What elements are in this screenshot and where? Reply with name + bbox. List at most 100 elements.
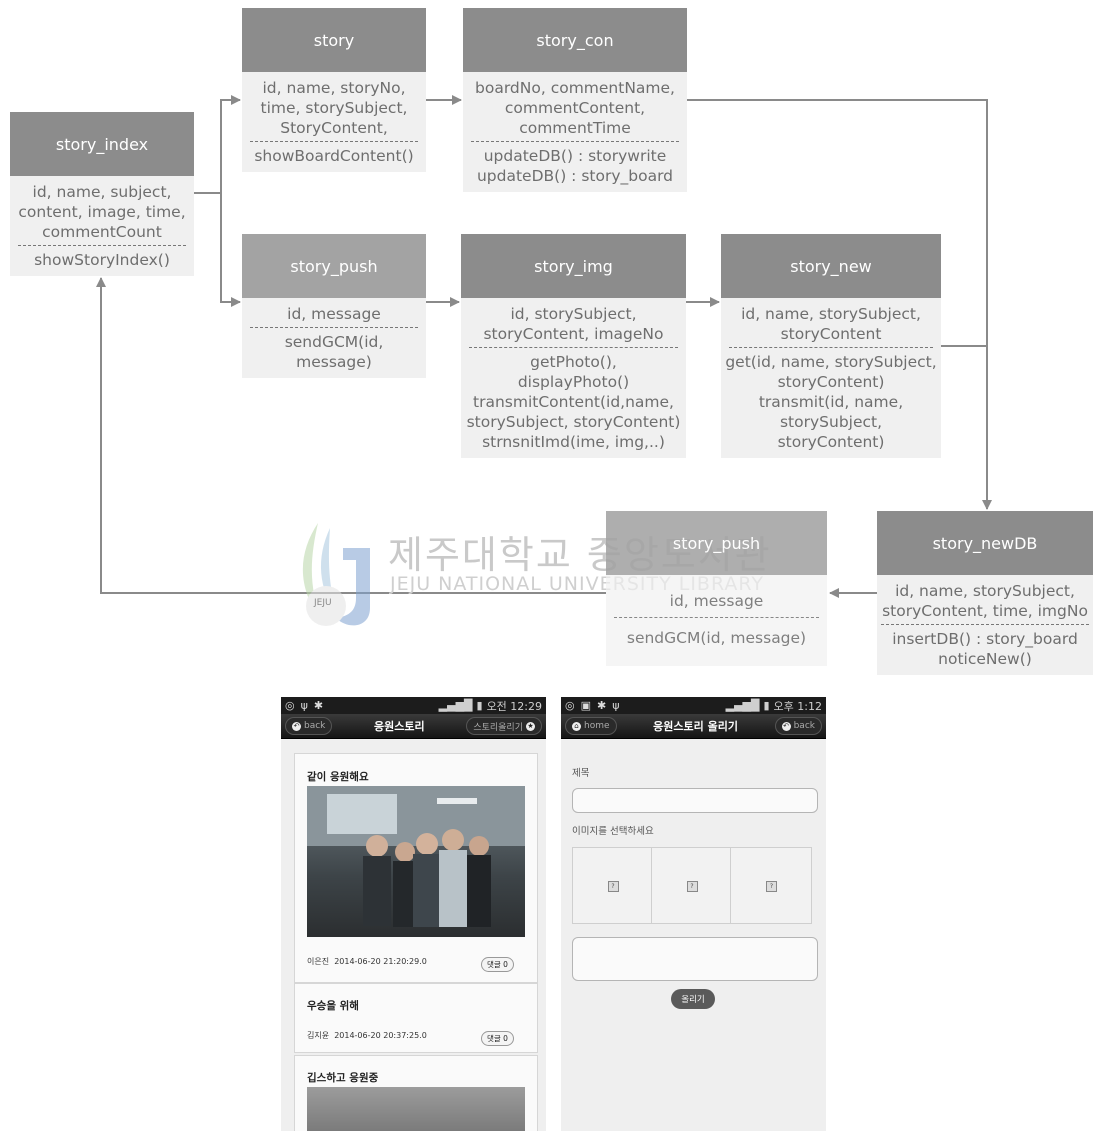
back-button[interactable]: ↶back <box>285 717 333 735</box>
broken-image-icon: ? <box>607 880 619 892</box>
status-time: 오전 12:29 <box>486 699 542 713</box>
post-title: 깁스하고 응원중 <box>307 1072 379 1084</box>
method-line: updateDB() : story_board <box>476 167 674 185</box>
home-icon: ⌂ <box>572 721 581 731</box>
image-slot-1[interactable]: ? <box>572 847 653 924</box>
title-label: 제목 <box>572 768 590 779</box>
method-line: storySubject, storyContent) <box>466 413 681 431</box>
post-meta: 이은진 2014-06-20 21:20:29.0 <box>307 956 427 967</box>
attr-line: time, storySubject, <box>260 99 408 117</box>
box-title: story_con <box>463 8 687 72</box>
box-story-newdb: story_newDB id, name, storySubject, stor… <box>877 511 1093 675</box>
method-line: sendGCM(id, <box>284 333 384 351</box>
story-card[interactable]: 같이 응원해요 이은진 2014-06-20 21:20:29.0 댓글 0 <box>294 753 538 983</box>
status-bar: ◎▣✱ψ ▂▄▆█▮오후 1:12 <box>561 697 826 714</box>
phone-screen-story-list: ◎ψ✱ ▂▄▆█▮오전 12:29 ↶back 응원스토리 스토리올리기★ 같이… <box>281 697 546 1131</box>
title-input[interactable] <box>572 788 818 813</box>
method-line: storySubject, <box>779 413 883 431</box>
box-title: story <box>242 8 426 72</box>
star-icon: ★ <box>526 721 535 731</box>
box-title: story_push <box>606 511 827 575</box>
app-icon: ◎ <box>565 699 575 712</box>
android-icon: ✱ <box>313 699 324 712</box>
method-line: storyContent) <box>777 373 885 391</box>
attr-line: boardNo, commentName, <box>475 79 675 97</box>
status-time: 오후 1:12 <box>773 699 822 713</box>
method-line: transmitContent(id,name, <box>473 393 674 411</box>
content-textarea[interactable] <box>572 937 818 981</box>
phone-screen-upload-story: ◎▣✱ψ ▂▄▆█▮오후 1:12 ⌂home 응원스토리 올리기 ↶back … <box>561 697 826 1131</box>
box-story-img: story_img id, storySubject, storyContent… <box>461 234 686 458</box>
attr-line: id, name, storySubject, <box>895 582 1075 600</box>
divider <box>729 347 933 348</box>
method-line: strnsnitImd(ime, img,..) <box>482 433 665 451</box>
attr-line: id, name, storySubject, <box>741 305 921 323</box>
divider <box>469 347 678 348</box>
attr-line: id, message <box>287 305 381 323</box>
box-title: story_img <box>461 234 686 298</box>
screen-title: 응원스토리 올리기 <box>653 720 738 733</box>
box-body: id, name, storySubject, storyContent get… <box>721 298 941 458</box>
comment-count-button[interactable]: 댓글 0 <box>481 957 514 972</box>
method-line: get(id, name, storySubject, <box>725 353 937 371</box>
attr-line: storyContent <box>780 325 882 343</box>
broken-image-icon: ? <box>686 880 698 892</box>
home-label: home <box>584 721 610 731</box>
upload-story-button[interactable]: 스토리올리기★ <box>466 717 542 735</box>
image-slot-3[interactable]: ? <box>730 847 812 924</box>
attr-line: id, message <box>669 592 764 610</box>
attr-line: storyContent, imageNo <box>483 325 664 343</box>
method-line: displayPhoto() <box>517 373 630 391</box>
android-icon: ✱ <box>597 699 607 712</box>
method-line: getPhoto(), <box>530 353 617 371</box>
home-button[interactable]: ⌂home <box>565 717 617 735</box>
story-card[interactable]: 우승을 위해 김지윤 2014-06-20 20:37:25.0 댓글 0 <box>294 983 538 1053</box>
divider <box>250 327 418 328</box>
comment-count-button[interactable]: 댓글 0 <box>481 1031 514 1046</box>
box-story-con: story_con boardNo, commentName, commentC… <box>463 8 687 192</box>
back-button[interactable]: ↶back <box>774 717 822 735</box>
box-body: id, name, storyNo, time, storySubject, S… <box>242 72 426 172</box>
box-body: id, message sendGCM(id, message) <box>606 575 827 666</box>
method-line: transmit(id, name, <box>758 393 904 411</box>
box-title: story_push <box>242 234 426 298</box>
box-title: story_index <box>10 112 194 176</box>
method-line: showStoryIndex() <box>34 251 170 269</box>
nav-bar: ⌂home 응원스토리 올리기 ↶back <box>561 714 826 739</box>
arrow-con-to-newdb <box>687 99 992 510</box>
post-title: 같이 응원해요 <box>307 771 369 783</box>
submit-button[interactable]: 올리기 <box>671 989 715 1009</box>
attr-line: commentCount <box>42 223 162 241</box>
box-body: id, message sendGCM(id, message) <box>242 298 426 378</box>
method-line: storyContent) <box>777 433 885 451</box>
image-slot-2[interactable]: ? <box>651 847 732 924</box>
group-photo-image <box>307 786 525 927</box>
divider <box>471 141 679 142</box>
arrow-index-to-push <box>220 193 241 307</box>
box-title: story_new <box>721 234 941 298</box>
battery-icon: ▮ <box>476 699 483 712</box>
method-line: updateDB() : storywrite <box>483 147 667 165</box>
post-meta: 김지윤 2014-06-20 20:37:25.0 <box>307 1030 427 1041</box>
status-bar: ◎ψ✱ ▂▄▆█▮오전 12:29 <box>281 697 546 714</box>
story-card[interactable]: 깁스하고 응원중 <box>294 1055 538 1131</box>
divider <box>250 141 418 142</box>
arrow-index-to-story <box>194 95 241 194</box>
method-line: showBoardContent() <box>254 147 414 165</box>
screen-title: 응원스토리 <box>374 720 425 733</box>
attr-line: id, name, subject, <box>32 183 172 201</box>
divider <box>881 624 1089 625</box>
arrow-push-to-index <box>96 277 606 594</box>
attr-line: id, name, storyNo, <box>262 79 406 97</box>
back-arrow-icon: ↶ <box>292 721 301 731</box>
attr-line: commentTime <box>519 119 631 137</box>
attr-line: StoryContent, <box>280 119 388 137</box>
broken-image-icon: ? <box>766 880 777 892</box>
battery-icon: ▮ <box>763 699 770 712</box>
upload-story-label: 스토리올리기 <box>473 722 523 733</box>
back-label: back <box>304 721 326 731</box>
box-body: id, name, storySubject, storyContent, ti… <box>877 575 1093 675</box>
method-line: message) <box>296 353 372 371</box>
attr-line: commentContent, <box>504 99 646 117</box>
